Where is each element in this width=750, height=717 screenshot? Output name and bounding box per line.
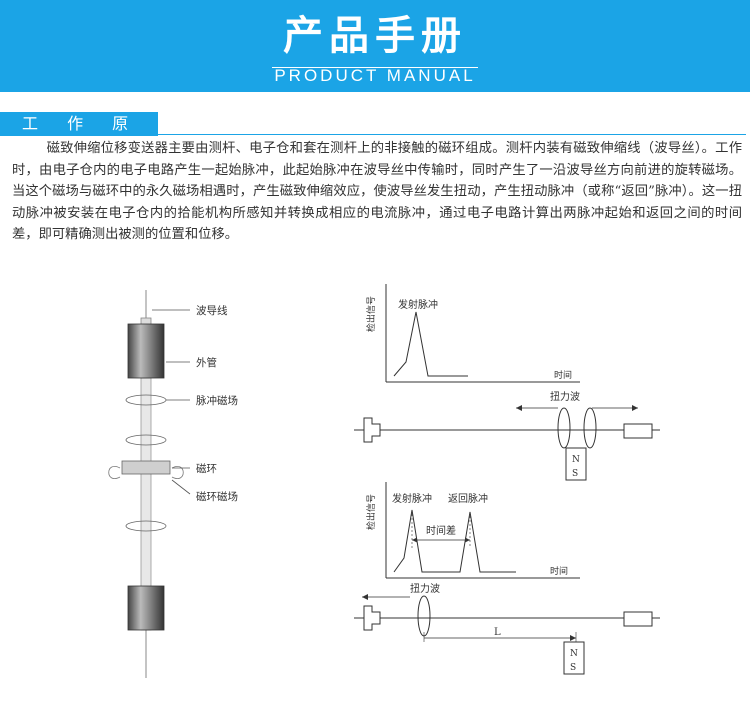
pulse-field-ring (125, 434, 167, 446)
label-outer-tube: 外管 (196, 356, 217, 369)
subtitle-divider (272, 67, 478, 68)
label-pulse-field: 脉冲磁场 (196, 394, 238, 407)
magnet-block (563, 641, 585, 675)
ring-field-loop (171, 466, 184, 479)
magnet-s: S (570, 663, 576, 673)
pulse-field-ring (125, 520, 167, 532)
page-title: 产品手册 (283, 13, 467, 59)
return-pulse-label: 返回脉冲 (448, 492, 488, 505)
torsion-wave-ring (417, 595, 431, 637)
time-diff-label: 时间差 (426, 524, 456, 537)
x-axis-label: 时间 (554, 369, 572, 381)
torsion-wave-ring (583, 407, 597, 449)
label-magnet-ring: 磁环 (196, 462, 217, 475)
emit-pulse-label: 发射脉冲 (398, 298, 438, 311)
section-divider (158, 134, 746, 135)
magnet-n: N (572, 455, 580, 465)
emit-pulse-diagram: 检出信号 发射脉冲 时间 扭力波 N S (354, 284, 660, 481)
principle-paragraph: 磁致伸缩位移变送器主要由测杆、电子仓和套在测杆上的非接触的磁环组成。测杆内装有磁… (12, 141, 742, 242)
end-block (623, 611, 653, 627)
distance-label: L (494, 627, 501, 638)
emit-pulse-label: 发射脉冲 (392, 492, 432, 505)
y-axis-label: 检出信号 (365, 494, 377, 530)
emit-pulse (393, 311, 468, 377)
ring-field-loop (108, 466, 121, 479)
page-subtitle: PRODUCT MANUAL (274, 66, 476, 85)
torsion-wave-label: 扭力波 (410, 582, 440, 595)
end-block (623, 423, 653, 439)
outer-tube-bottom (127, 585, 165, 631)
section-title: 工 作 原 理 (0, 112, 158, 157)
header-banner: 产品手册 PRODUCT MANUAL (0, 0, 750, 92)
outer-tube-top (127, 323, 165, 379)
magnet-n: N (570, 649, 578, 659)
return-pulse-diagram: 检出信号 发射脉冲 返回脉冲 时间差 时间 扭力波 L N S (354, 482, 660, 675)
magnet-s: S (572, 469, 578, 479)
emit-pulse (393, 509, 446, 573)
head-block (363, 605, 381, 631)
label-wave-wire: 波导线 (196, 304, 228, 317)
head-block (363, 417, 381, 443)
y-axis-label: 检出信号 (365, 296, 377, 332)
magnet-ring (121, 460, 171, 475)
return-pulse (446, 511, 516, 573)
torsion-wave-ring (557, 407, 571, 449)
x-axis-label: 时间 (550, 565, 568, 577)
magnet-block (565, 447, 587, 481)
torsion-wave-label: 扭力波 (550, 390, 580, 403)
sensor-rod-diagram: 波导线 外管 脉冲磁场 磁环 磁环磁场 (108, 290, 238, 678)
label-ring-field: 磁环磁场 (196, 490, 238, 503)
